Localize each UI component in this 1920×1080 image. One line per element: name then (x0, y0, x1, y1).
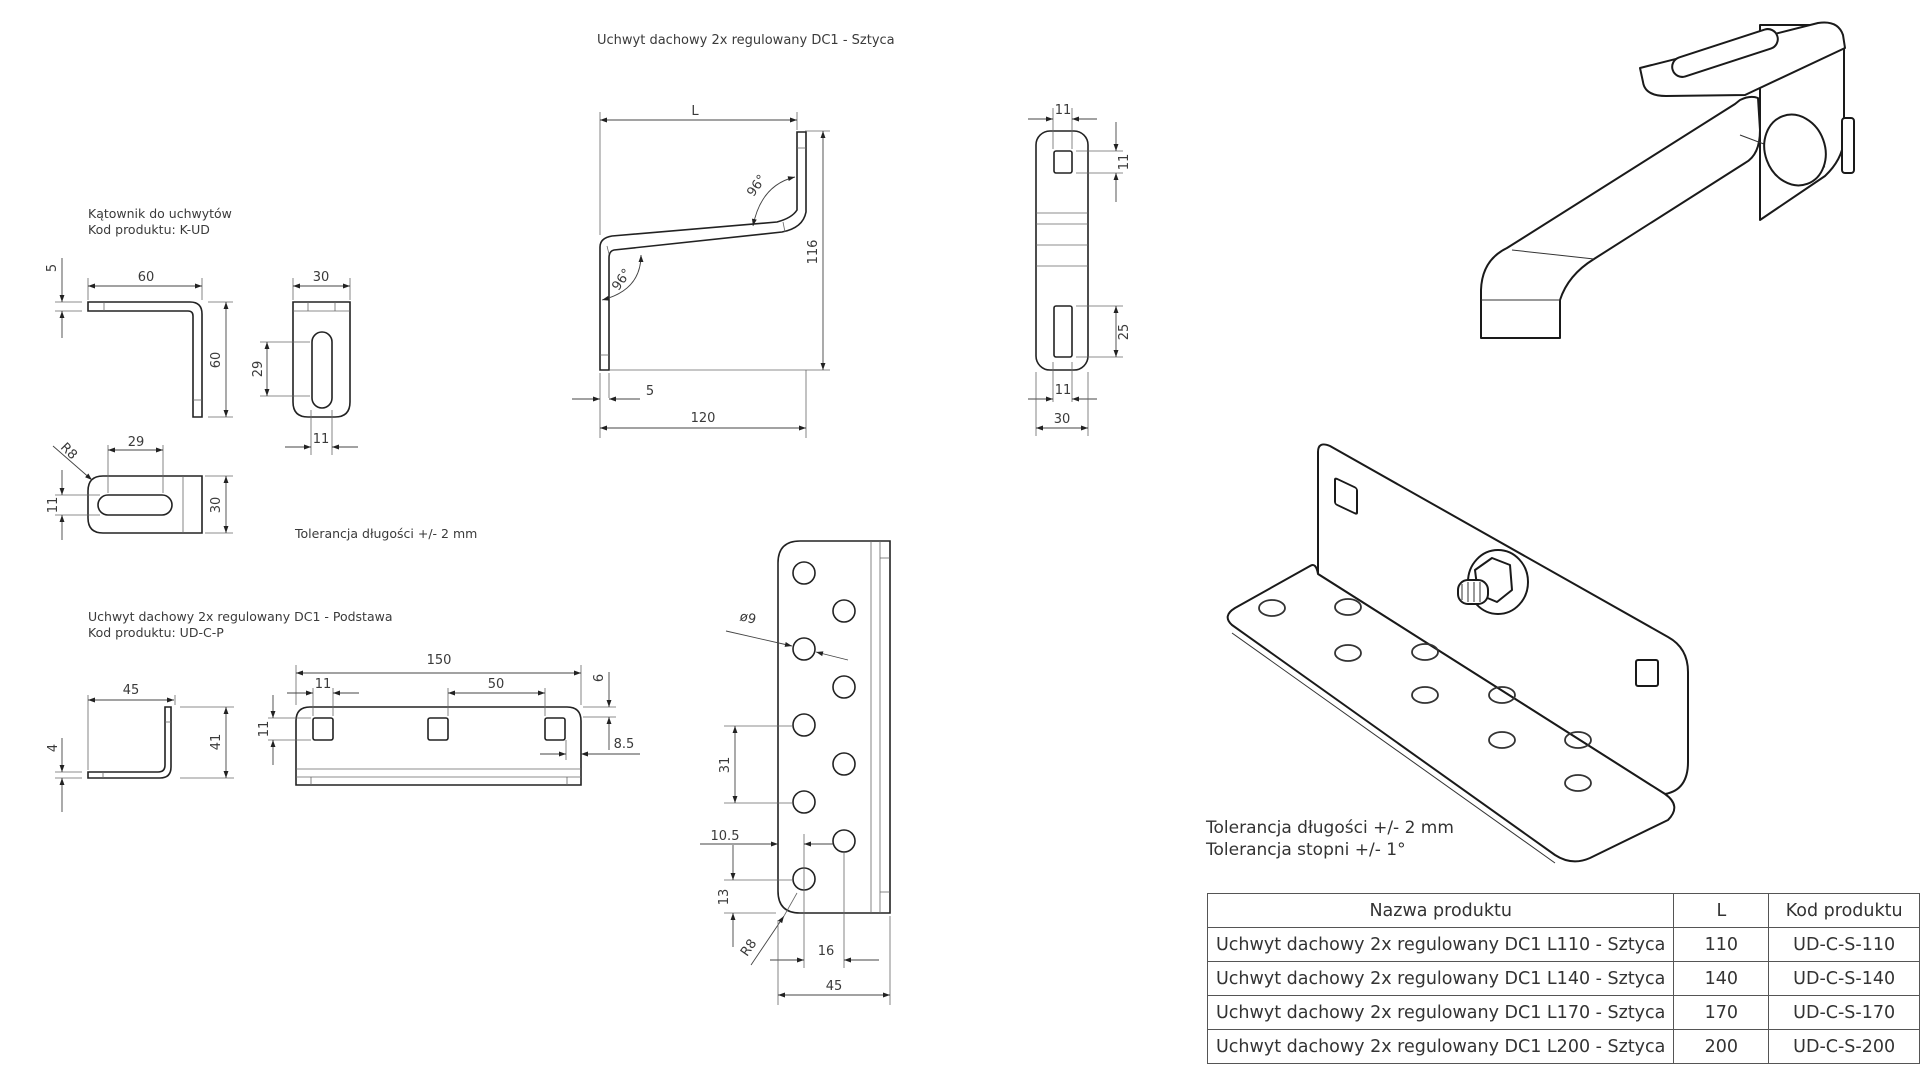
dim-11-flat-bottom: 11 (1055, 383, 1072, 398)
dim-11-top: 11 (315, 677, 332, 692)
katownik-top-view: 29 R8 11 30 (46, 435, 233, 540)
dim-60-width: 60 (138, 270, 155, 285)
table-row: Uchwyt dachowy 2x regulowany DC1 L170 - … (1206, 995, 1920, 1030)
dim-L: L (691, 104, 699, 119)
tolerance-degrees: Tolerancja stopni +/- 1° (1206, 840, 1406, 860)
plate-holes (792, 561, 856, 891)
dim-5: 5 (45, 264, 60, 272)
dim-29-vertical: 29 (251, 361, 266, 378)
katownik-name: Kątownik do uchwytów (88, 206, 232, 221)
dim-11-flat-top: 11 (1055, 103, 1072, 118)
cell-l: 200 (1673, 1029, 1770, 1064)
top-tab (1639, 21, 1846, 97)
dim-5-sztyca: 5 (646, 384, 654, 399)
katownik-front-view: 30 29 11 (251, 270, 358, 455)
cell-l: 140 (1673, 961, 1770, 996)
katownik-code: Kod produktu: K-UD (88, 222, 210, 237)
dim-30: 30 (313, 270, 330, 285)
dim-120: 120 (691, 411, 716, 426)
header-name: Nazwa produktu (1206, 893, 1675, 928)
cell-code: UD-C-S-200 (1768, 1029, 1920, 1064)
podstawa-code: Kod produktu: UD-C-P (88, 625, 224, 640)
katownik-tolerance: Tolerancja długości +/- 2 mm (295, 526, 478, 541)
base-plate (1226, 564, 1676, 863)
dim-60-height: 60 (209, 352, 224, 369)
base-flange (1317, 443, 1689, 795)
dim-30-right: 30 (209, 497, 224, 514)
cell-code: UD-C-S-140 (1768, 961, 1920, 996)
cell-name: Uchwyt dachowy 2x regulowany DC1 L140 - … (1206, 961, 1675, 996)
dim-dia9: ø9 (738, 609, 757, 627)
dim-30-flat: 30 (1054, 412, 1071, 427)
podstawa-side-view: 45 4 41 (46, 683, 234, 812)
dim-13: 13 (717, 889, 732, 906)
cell-l: 110 (1673, 927, 1770, 962)
katownik-side-view: 60 5 60 (45, 258, 233, 418)
header-l: L (1673, 893, 1770, 928)
dim-45: 45 (123, 683, 140, 698)
header-code: Kod produktu (1768, 893, 1920, 928)
dim-41: 41 (209, 734, 224, 751)
table-row: Uchwyt dachowy 2x regulowany DC1 L140 - … (1206, 961, 1920, 996)
table-row: Uchwyt dachowy 2x regulowany DC1 L200 - … (1206, 1029, 1920, 1064)
isometric-assembly-view (1226, 21, 1855, 864)
sztyca-front-view: 11 11 25 11 30 (1028, 103, 1132, 436)
angle-96-lower: 96° (609, 266, 635, 293)
table-header-row: Nazwa produktu L Kod produktu (1206, 893, 1920, 928)
dim-50: 50 (488, 677, 505, 692)
cell-code: UD-C-S-110 (1768, 927, 1920, 962)
cell-code: UD-C-S-170 (1768, 995, 1920, 1030)
dim-11-left-podstawa: 11 (257, 721, 272, 738)
dim-11-flat-right: 11 (1117, 154, 1132, 171)
table-row: Uchwyt dachowy 2x regulowany DC1 L110 - … (1206, 927, 1920, 962)
dim-45-plate: 45 (826, 979, 843, 994)
perforated-plate-view: ø9 31 10.5 13 R8 16 45 (700, 540, 891, 1005)
podstawa-name: Uchwyt dachowy 2x regulowany DC1 - Podst… (88, 609, 393, 624)
tolerance-length: Tolerancja długości +/- 2 mm (1206, 818, 1454, 838)
cell-name: Uchwyt dachowy 2x regulowany DC1 L110 - … (1206, 927, 1675, 962)
sztyca-3d (1480, 95, 1761, 339)
cell-l: 170 (1673, 995, 1770, 1030)
dim-31: 31 (718, 757, 733, 774)
cell-name: Uchwyt dachowy 2x regulowany DC1 L200 - … (1206, 1029, 1675, 1064)
dim-8-5: 8.5 (614, 737, 635, 752)
sztyca-title: Uchwyt dachowy 2x regulowany DC1 - Sztyc… (597, 33, 895, 48)
dim-11-bottom: 11 (313, 432, 330, 447)
dim-25: 25 (1117, 324, 1132, 341)
cell-name: Uchwyt dachowy 2x regulowany DC1 L170 - … (1206, 995, 1675, 1030)
product-table: Nazwa produktu L Kod produktu Uchwyt dac… (1206, 893, 1920, 1064)
dim-11-left: 11 (46, 497, 61, 514)
podstawa-front-view: 150 11 50 6 8.5 11 (257, 653, 640, 786)
dim-6: 6 (592, 674, 607, 682)
dim-r8: R8 (57, 440, 80, 463)
dim-116: 116 (806, 240, 821, 265)
dim-4: 4 (46, 744, 61, 752)
dim-29-horizontal: 29 (128, 435, 145, 450)
base-plate-holes (1258, 598, 1592, 792)
dim-150: 150 (427, 653, 452, 668)
dim-10-5: 10.5 (711, 829, 740, 844)
sztyca-side-view: L 96° 96° 116 5 120 (572, 104, 830, 438)
dim-16: 16 (818, 944, 835, 959)
